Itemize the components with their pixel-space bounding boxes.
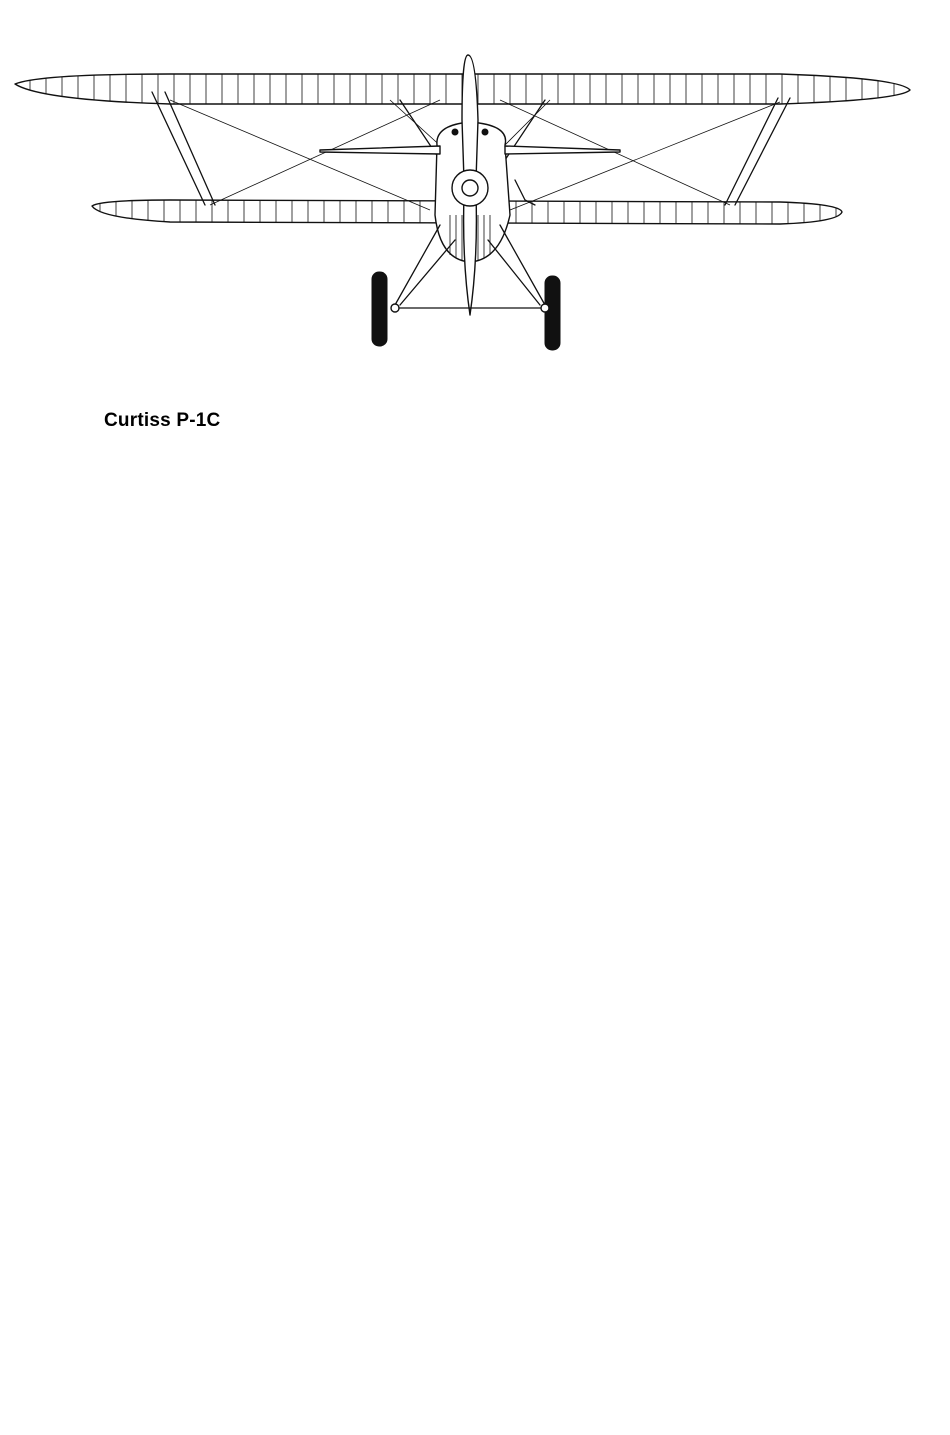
drawing-title: Curtiss P-1C [104, 410, 221, 431]
front-view [14, 54, 911, 351]
